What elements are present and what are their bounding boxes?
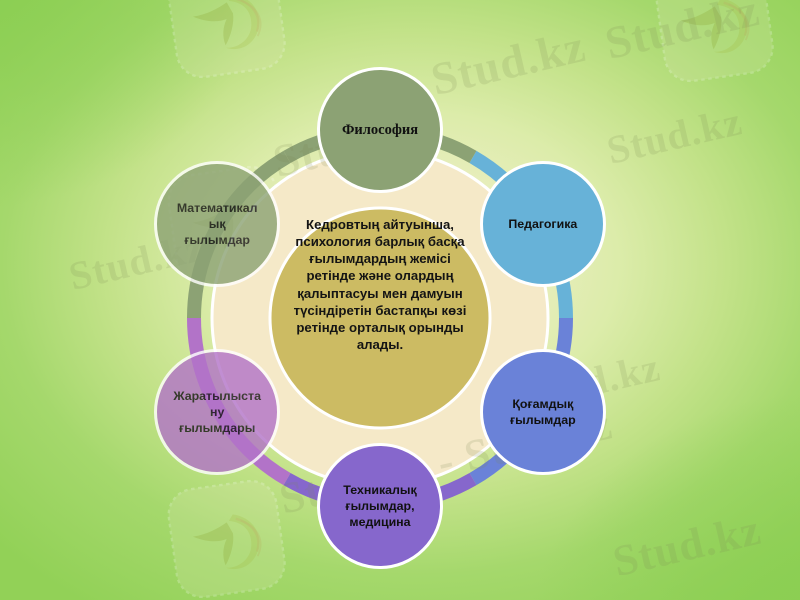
hummingbird-logo-icon	[648, 0, 782, 95]
node-label-filosofiya: Философия	[341, 121, 419, 138]
node-matematikalyk-gylymdar[interactable]: Математикал ық ғылымдар	[154, 161, 281, 287]
hummingbird-logo-icon	[160, 0, 294, 91]
node-label-tehnikalyk-gylymdar-medicina: Техникалық ғылымдар, медицина	[343, 482, 417, 530]
center-circle	[268, 206, 492, 430]
center-statement: Кедровтың айтуынша, психология барлық ба…	[293, 217, 467, 353]
node-tehnikalyk-gylymdar-medicina[interactable]: Техникалық ғылымдар, медицина	[317, 443, 443, 569]
ring-band	[210, 148, 550, 488]
node-jaratylystanu-gylymdary[interactable]: Жаратылыста ну ғылымдары	[154, 349, 281, 475]
node-filosofiya[interactable]: Философия	[317, 67, 443, 193]
node-label-matematikalyk-gylymdar: Математикал ық ғылымдар	[176, 200, 258, 248]
node-label-kogamdyk-gylymdar: Қоғамдық ғылымдар	[509, 396, 576, 427]
node-pedagogika[interactable]: Педагогика	[479, 161, 606, 287]
node-kogamdyk-gylymdar[interactable]: Қоғамдық ғылымдар	[479, 349, 606, 475]
hummingbird-logo-icon	[160, 472, 294, 600]
node-label-pedagogika: Педагогика	[508, 216, 578, 231]
node-label-jaratylystanu-gylymdary: Жаратылыста ну ғылымдары	[173, 388, 261, 436]
